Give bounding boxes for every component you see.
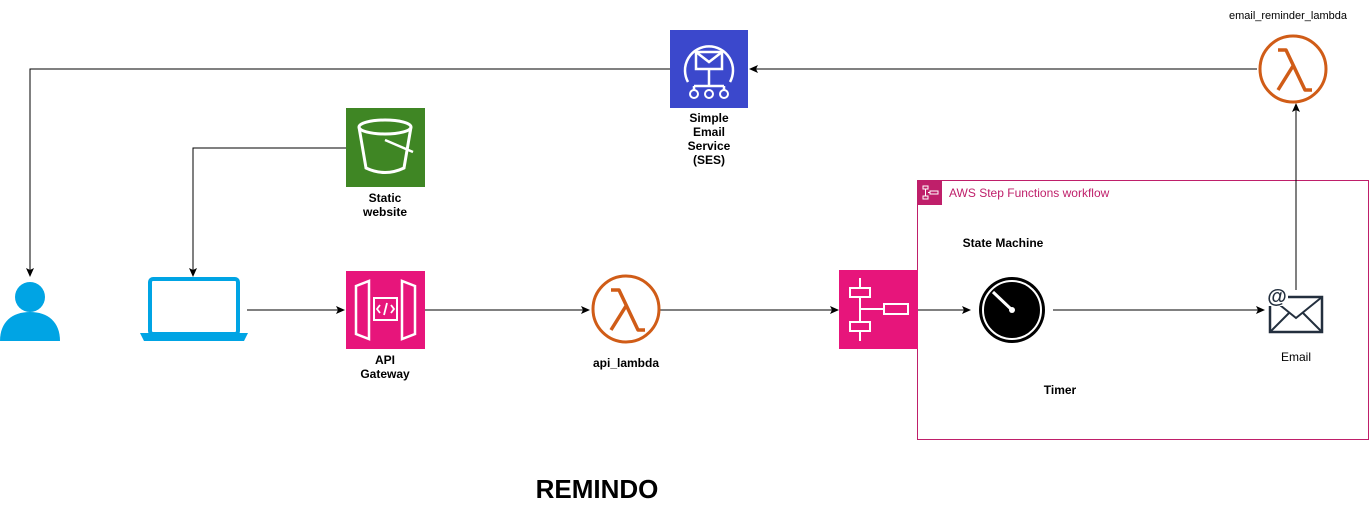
api-gateway-icon [346,271,425,349]
svg-text:@: @ [1267,286,1287,308]
step-functions-group-icon [918,181,942,205]
api-gateway-label: API Gateway [360,353,410,381]
email-icon: @ [1266,284,1324,334]
edge-s3-to-laptop [189,147,346,277]
s3-label: Static website [362,191,407,219]
email-service-icon [670,30,748,108]
timer-label: Timer [1043,383,1077,397]
bucket-icon [346,108,425,187]
step-functions-icon [839,270,918,349]
state-machine-label: State Machine [962,236,1044,250]
timer-icon [979,277,1045,343]
step-functions-group-label: AWS Step Functions workflow [949,186,1110,200]
ses-label: Simple Email Service (SES) [687,111,731,167]
user-icon [0,282,60,341]
email-lambda-label: email_reminder_lambda [1228,10,1347,22]
email-label: Email [1280,350,1311,364]
api-lambda-label: api_lambda [592,356,660,370]
lambda-icon [591,274,661,344]
diagram-title: REMINDO [535,474,659,504]
edges [26,65,1300,314]
laptop-icon [140,277,248,341]
lambda-icon [1258,34,1328,104]
edge-ses-to-user [26,68,670,277]
